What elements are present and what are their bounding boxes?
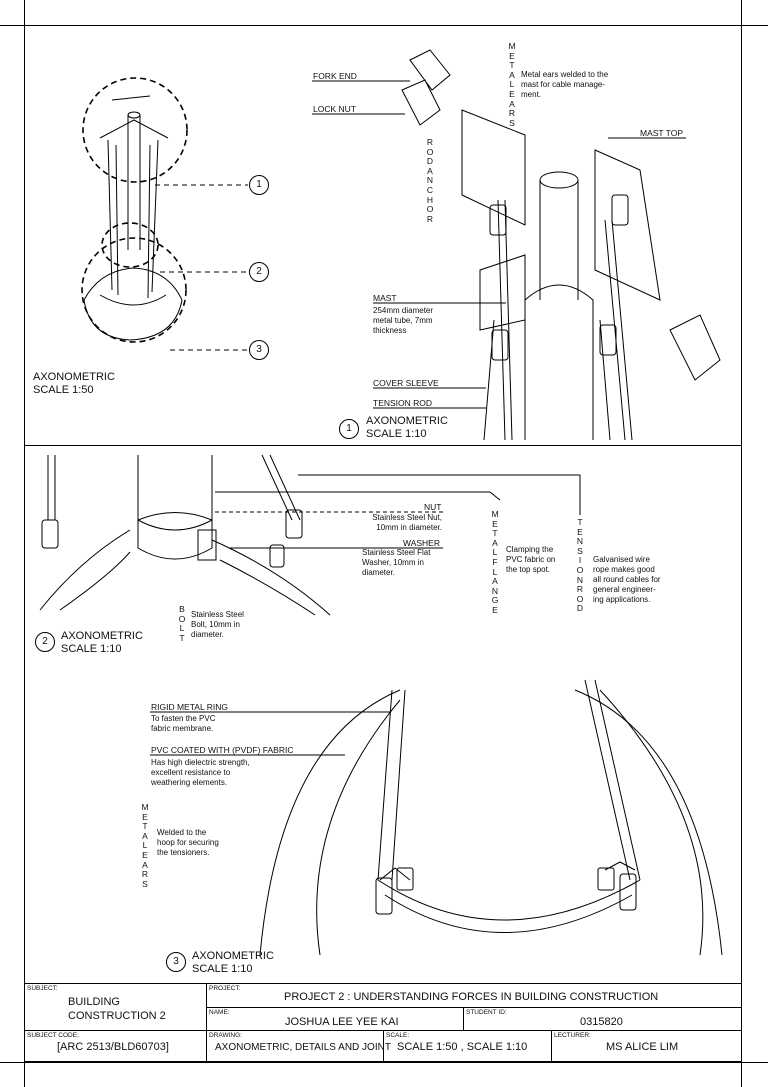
- metal-ears-description: Metal ears welded to the mast for cable …: [521, 70, 609, 99]
- pvc-description: Has high dielectric strength, excellent …: [151, 758, 250, 787]
- project-title: PROJECT 2 : UNDERSTANDING FORCES IN BUIL…: [284, 991, 659, 1003]
- drawing-label: DRAWING:: [209, 1032, 242, 1039]
- subject-code-label: SUBJECT CODE:: [27, 1032, 79, 1039]
- detail1-number: 1: [339, 419, 359, 439]
- label-rigid-metal-ring: RIGID METAL RING: [151, 702, 228, 712]
- mast-description: 254mm diameter metal tube, 7mm thickness: [373, 306, 434, 335]
- detail1-drawing: [312, 49, 721, 441]
- detail3-number: 3: [166, 952, 186, 972]
- rigid-ring-description: To fasten the PVC fabric membrane.: [151, 714, 216, 733]
- label-bolt: BOLT: [178, 604, 186, 643]
- student-id-label: STUDENT ID:: [466, 1009, 507, 1016]
- flange-description: Clamping the PVC fabric on the top spot.: [506, 545, 556, 574]
- detail3-scale: SCALE 1:10: [192, 963, 253, 975]
- overview-callout-2: 2: [249, 262, 269, 282]
- overview-callout-1: 1: [249, 175, 269, 195]
- ears-description: Welded to the hoop for securing the tens…: [157, 828, 219, 857]
- detail2-number: 2: [35, 632, 55, 652]
- nut-description: Stainless Steel Nut, 10mm in diameter.: [372, 513, 442, 532]
- subject-label: SUBJECT:: [27, 985, 58, 992]
- detail2-title: AXONOMETRIC: [61, 630, 143, 642]
- label-metal-ears-3: METAL EARS: [141, 802, 149, 889]
- overview-scale: SCALE 1:50: [33, 384, 94, 396]
- scale-label: SCALE:: [386, 1032, 410, 1039]
- label-washer: WASHER: [403, 538, 440, 548]
- lecturer-label: LECTURER:: [554, 1032, 591, 1039]
- label-mast-top: MAST TOP: [640, 128, 683, 138]
- label-pvc-fabric: PVC COATED WITH (PVDF) FABRIC: [151, 745, 294, 755]
- student-name: JOSHUA LEE YEE KAI: [285, 1016, 399, 1028]
- label-tension-rod-2: TENSION ROD: [576, 517, 584, 614]
- detail2-drawing: [39, 454, 581, 616]
- project-label: PROJECT:: [209, 985, 241, 992]
- label-metal-ears-1: METAL EARS: [508, 41, 516, 128]
- label-cover-sleeve: COVER SLEEVE: [373, 378, 439, 388]
- sheet-frame: [24, 0, 742, 1087]
- label-fork-end: FORK END: [313, 71, 357, 81]
- drawing-title: AXONOMETRIC, DETAILS AND JOINT: [215, 1042, 391, 1053]
- label-tension-rod-1: TENSION ROD: [373, 398, 433, 408]
- scale-value: SCALE 1:50 , SCALE 1:10: [397, 1041, 528, 1053]
- top-border-line: [0, 25, 768, 26]
- washer-description: Stainless Steel Flat Washer, 10mm in dia…: [362, 548, 431, 577]
- subject-code: [ARC 2513/BLD60703]: [57, 1041, 169, 1053]
- label-nut: NUT: [424, 502, 442, 512]
- section-divider: [24, 445, 742, 446]
- detail1-scale: SCALE 1:10: [366, 428, 427, 440]
- bottom-border-line: [0, 1062, 768, 1063]
- subject-line1: BUILDING: [68, 996, 120, 1008]
- overview-callout-3: 3: [249, 340, 269, 360]
- label-rod-anchor: ROD ANCHOR: [426, 137, 434, 224]
- lecturer-name: MS ALICE LIM: [606, 1041, 679, 1053]
- rod-description: Galvanised wire rope makes good all roun…: [593, 555, 661, 604]
- subject-line2: CONSTRUCTION 2: [68, 1010, 166, 1022]
- label-lock-nut: LOCK NUT: [313, 104, 356, 114]
- detail3-title: AXONOMETRIC: [192, 950, 274, 962]
- detail2-scale: SCALE 1:10: [61, 643, 122, 655]
- name-label: NAME:: [209, 1009, 230, 1016]
- student-id: 0315820: [580, 1016, 623, 1028]
- overview-title: AXONOMETRIC: [33, 371, 115, 383]
- detail3-drawing: [150, 679, 723, 956]
- bolt-description: Stainless Steel Bolt, 10mm in diameter.: [191, 610, 244, 639]
- lecturer-cell: [551, 1030, 742, 1062]
- detail1-title: AXONOMETRIC: [366, 415, 448, 427]
- label-mast: MAST: [373, 293, 397, 303]
- overview-drawing: [81, 77, 248, 351]
- label-metal-flange: METAL FLANGE: [491, 509, 499, 615]
